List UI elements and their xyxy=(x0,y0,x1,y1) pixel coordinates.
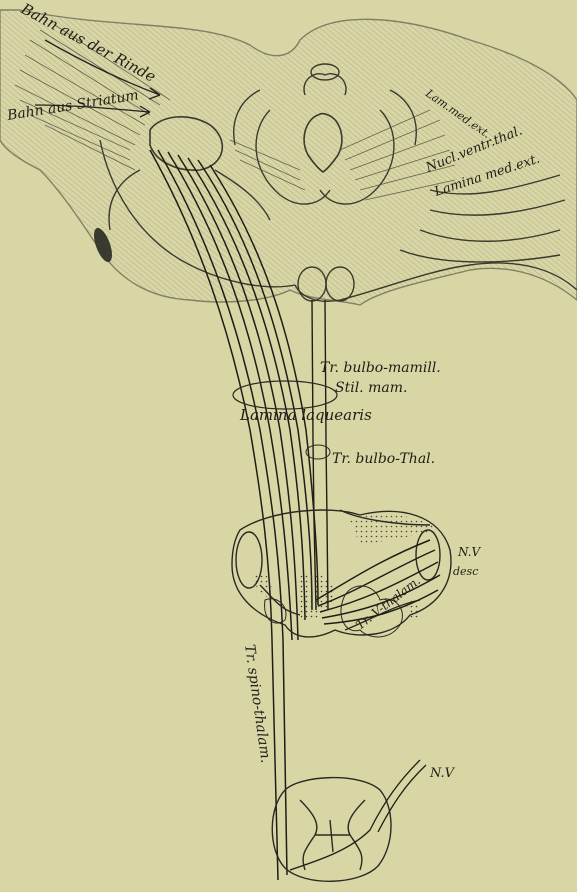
brain-section xyxy=(0,10,577,305)
label-nv: N.V xyxy=(429,766,456,781)
label-tr-spino-thalam: Tr. spino-thalam. xyxy=(241,643,274,764)
spinal-cord-section xyxy=(272,778,391,882)
label-tr-bulbo-thal: Tr. bulbo-Thal. xyxy=(332,451,435,467)
label-nv-desc-2: desc xyxy=(453,565,478,578)
label-lamina-laquearis: Lamina laquearis xyxy=(239,406,372,424)
label-tr-bulbo-mamill: Tr. bulbo-mamill. xyxy=(320,360,441,376)
label-stil-mam: Stil. mam. xyxy=(335,380,407,396)
label-nv-desc: N.V xyxy=(457,545,482,559)
nerve-root-nv xyxy=(290,760,426,870)
tract-bulbo-mamill xyxy=(312,300,328,610)
